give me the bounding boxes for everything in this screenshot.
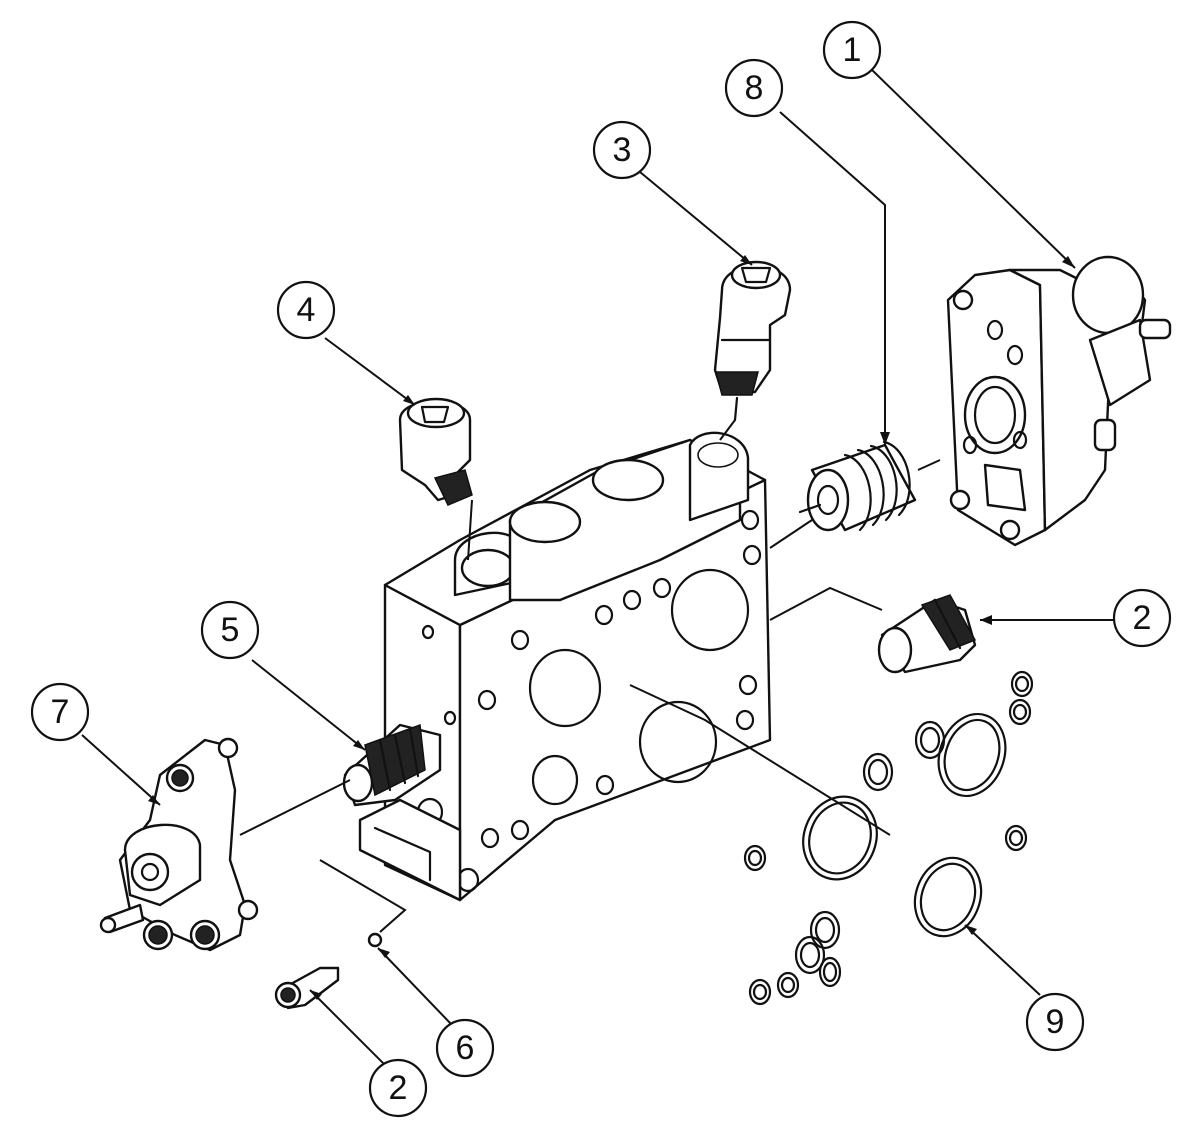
callout-2-bottom: 2 (368, 1058, 428, 1118)
callout-2-right: 2 (1112, 588, 1172, 648)
callout-label: 3 (613, 131, 632, 169)
callout-4: 4 (276, 280, 336, 340)
part-5-check-cartridge (342, 723, 442, 807)
part-8-spool (798, 440, 917, 532)
callout-label: 2 (389, 1069, 408, 1107)
part-4-plug (398, 397, 473, 506)
callout-label: 2 (1133, 599, 1152, 637)
part-1-end-cover (946, 255, 1172, 547)
part-9-o-rings (743, 670, 1034, 1006)
callout-1: 1 (822, 20, 882, 80)
callout-label: 7 (51, 693, 70, 731)
valve-body (358, 431, 772, 902)
callout-label: 4 (297, 291, 316, 329)
callout-label: 1 (843, 31, 862, 69)
part-6-pin (367, 932, 383, 948)
callout-5: 5 (200, 600, 260, 660)
callout-7: 7 (30, 682, 90, 742)
part-2-plug-right (877, 594, 977, 674)
part-2-screw-bottom (274, 966, 340, 1010)
callout-3: 3 (592, 120, 652, 180)
part-7-end-cap (99, 737, 259, 952)
callout-label: 9 (1046, 1003, 1065, 1041)
callout-leaders (81, 67, 1118, 1066)
callout-9: 9 (1025, 992, 1085, 1052)
assembly-lines (239, 419, 941, 933)
callout-6: 6 (435, 1018, 495, 1078)
part-3-relief-valve (713, 260, 792, 422)
callout-label: 8 (745, 69, 764, 107)
callout-label: 6 (456, 1029, 475, 1067)
callout-label: 5 (221, 611, 240, 649)
callout-8: 8 (724, 58, 784, 118)
